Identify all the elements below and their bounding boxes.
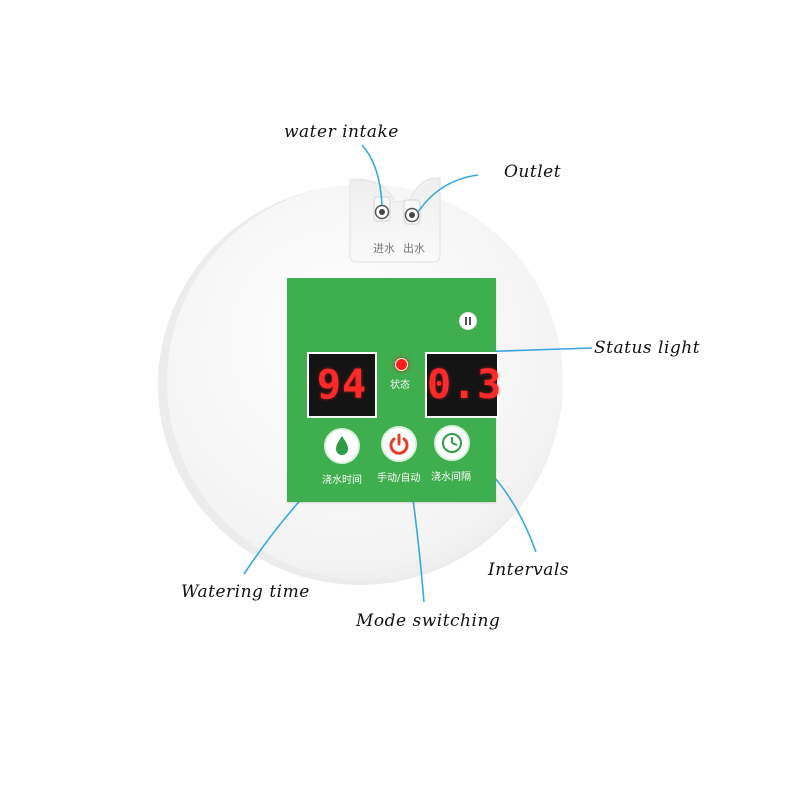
water-drop-icon — [336, 436, 348, 455]
port-in-label: 进水 — [373, 242, 395, 255]
leader-line-outlet — [417, 174, 479, 213]
watering-time-button-label: 浇水时间 — [322, 475, 362, 486]
port-notch — [349, 177, 441, 263]
watering-time-display: 94 — [307, 352, 377, 418]
interval-button[interactable] — [434, 425, 470, 461]
water-intake-port — [373, 196, 391, 222]
power-icon — [389, 433, 409, 455]
interval-button-label: 浇水间隔 — [431, 472, 471, 483]
callout-outlet: Outlet — [504, 162, 562, 182]
status-light — [395, 358, 408, 371]
callout-watering-time: Watering time — [181, 582, 310, 602]
callout-mode-switching: Mode switching — [356, 611, 501, 631]
callout-status-light: Status light — [594, 338, 701, 358]
status-label: 状态 — [390, 380, 410, 391]
mode-switch-button[interactable] — [381, 426, 417, 462]
leader-line-intake — [361, 144, 383, 206]
watering-time-button[interactable] — [324, 428, 360, 464]
interval-display: 0.3 — [425, 352, 501, 418]
clock-icon — [442, 433, 462, 453]
callout-intervals: Intervals — [488, 560, 570, 580]
mode-button-label: 手动/自动 — [377, 473, 421, 484]
callout-water-intake: water intake — [284, 122, 399, 142]
port-out-label: 出水 — [403, 242, 425, 255]
plug-icon — [459, 312, 477, 330]
outlet-port — [403, 199, 421, 225]
control-panel: 94 状态 0.3 浇水时间 手动/自动 浇水间隔 — [287, 278, 501, 502]
